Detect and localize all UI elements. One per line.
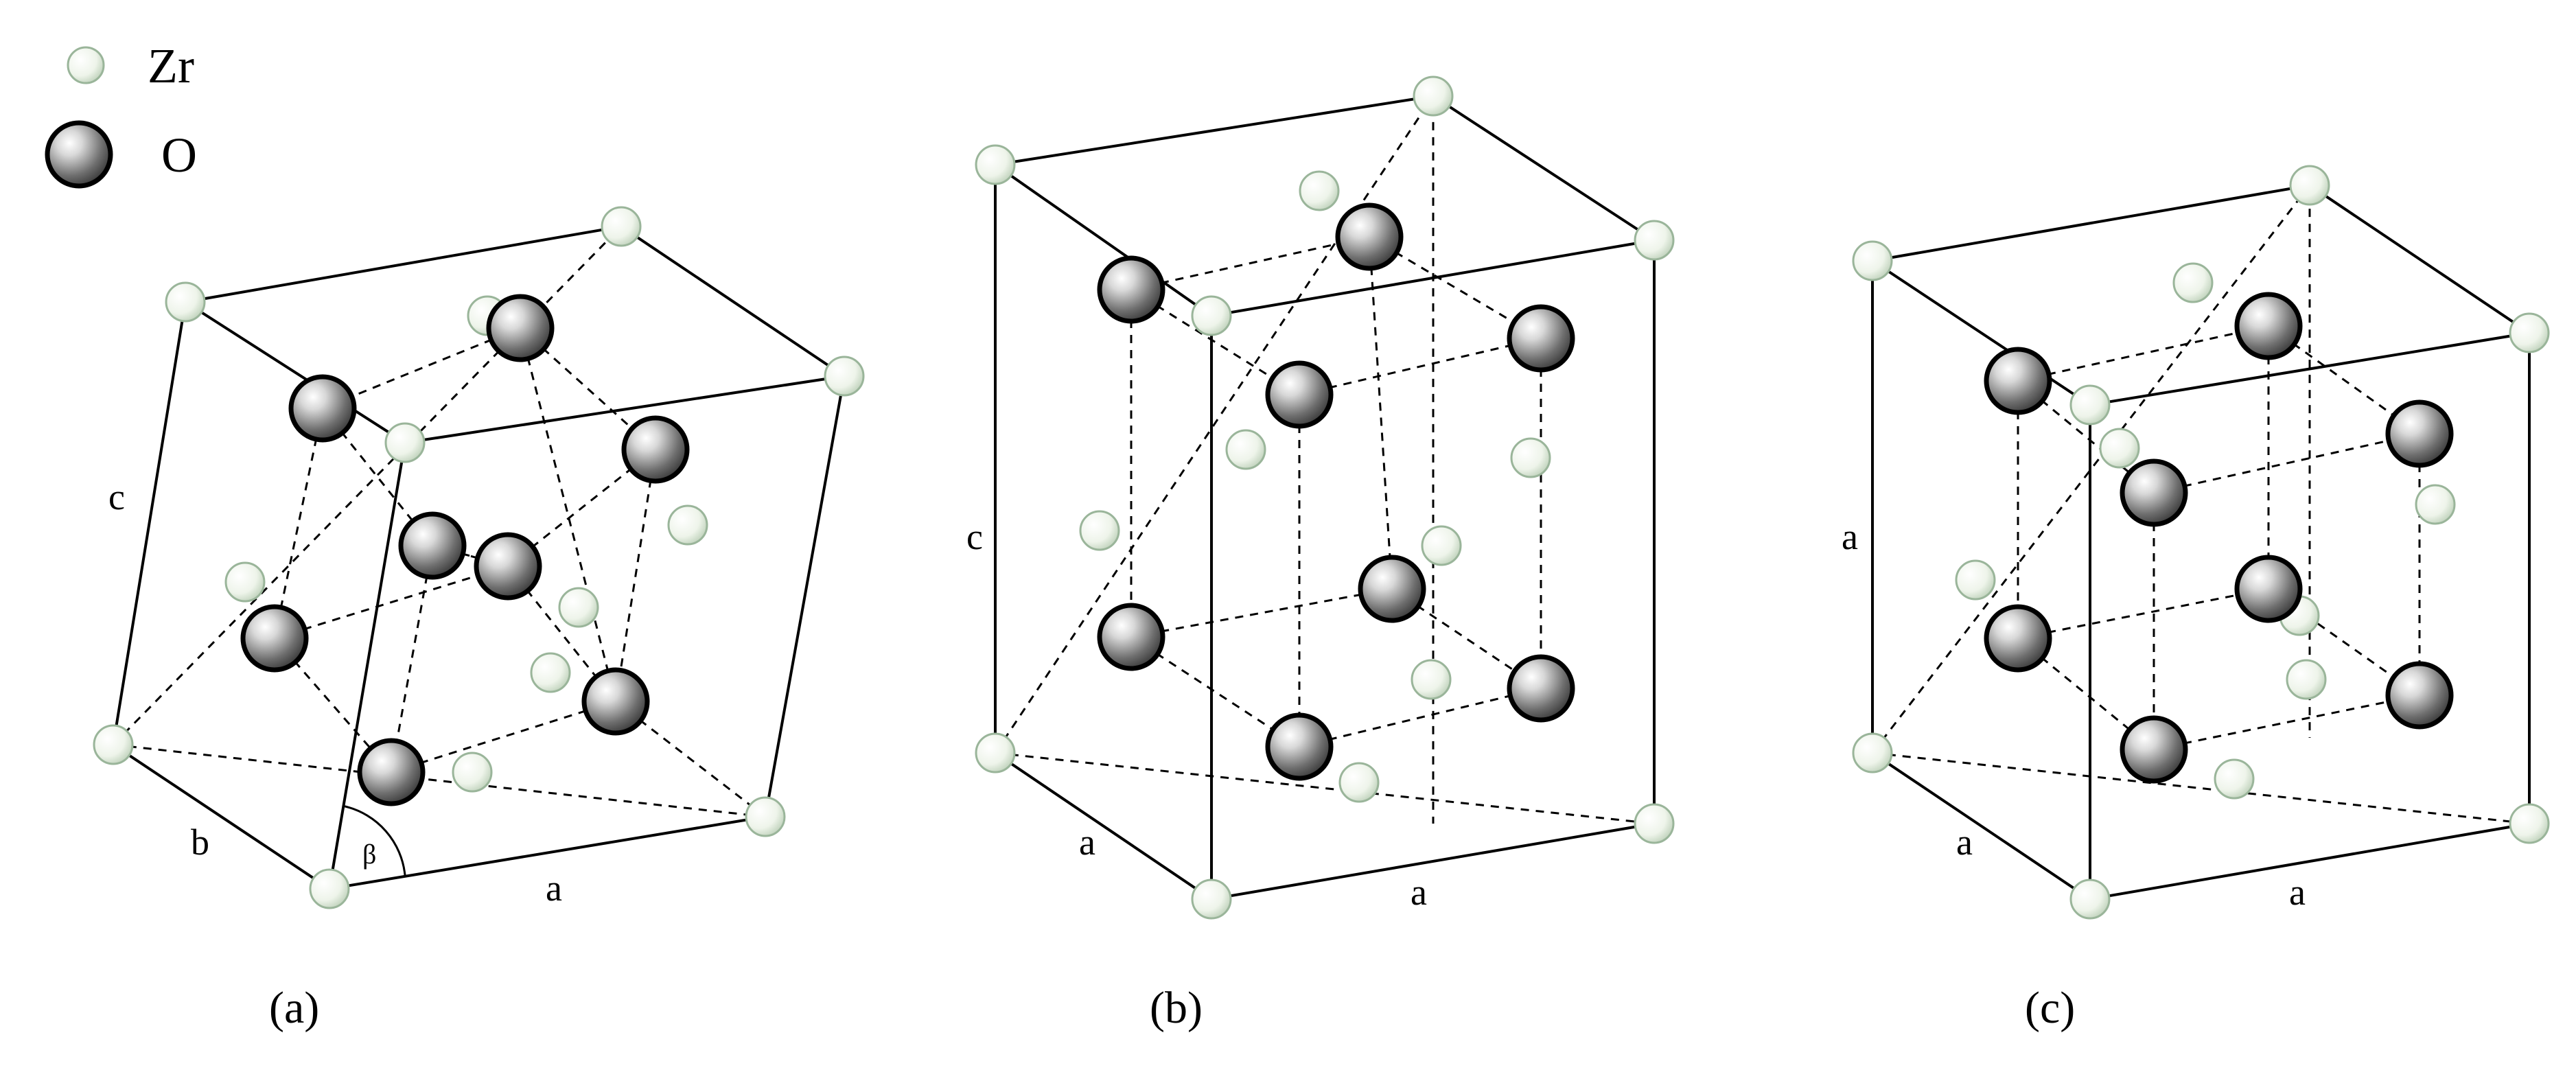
- zr-atom: [975, 732, 1016, 774]
- zr-atom: [452, 752, 493, 793]
- panel-b-solid-edges: [994, 94, 1656, 901]
- zr-atom: [1852, 240, 1893, 281]
- zr-atom: [530, 652, 571, 693]
- zr-atom: [1413, 75, 1454, 117]
- panel-a-label-beta: β: [362, 839, 376, 870]
- o-atom: [357, 738, 426, 806]
- panel-c-zr-atoms: [1852, 165, 2550, 920]
- o-atom: [240, 604, 309, 673]
- o-atom: [2234, 555, 2303, 623]
- panel-c-caption: (c): [2025, 983, 2075, 1033]
- zr-atom: [2069, 879, 2111, 920]
- o-atom: [2385, 661, 2454, 730]
- panel-c-label-a-vertical: a: [1842, 516, 1858, 557]
- panel-c-label-a-front: a: [2289, 872, 2306, 913]
- zr-atom: [2509, 312, 2550, 353]
- o-atom: [486, 294, 555, 362]
- legend-o-label: O: [161, 128, 197, 183]
- zr-atom: [2286, 659, 2327, 700]
- zr-atom: [1411, 659, 1452, 700]
- panel-b-zr-atoms: [975, 75, 1675, 920]
- zr-atom: [2099, 428, 2140, 469]
- o-atom: [1097, 603, 1165, 671]
- panel-a-beta-arc: [344, 805, 406, 876]
- zr-atom: [1510, 437, 1551, 478]
- panel-a-monoclinic: c b a β (a): [93, 206, 865, 1033]
- panel-a-label-a: a: [546, 868, 562, 909]
- o-atom: [1358, 555, 1426, 623]
- panel-c-label-a-side: a: [1956, 822, 1973, 863]
- zr-atom: [1225, 429, 1266, 470]
- o-atom: [1507, 304, 1575, 373]
- zr-atom: [824, 356, 865, 397]
- o-atom: [1265, 712, 1334, 781]
- zr-atom: [384, 422, 426, 463]
- zr-atom: [2069, 384, 2111, 426]
- panel-a-o-atoms: [240, 294, 690, 806]
- zr-atom: [2289, 165, 2330, 206]
- o-atom: [288, 374, 357, 443]
- panel-b-caption: (b): [1150, 983, 1203, 1033]
- o-atom: [1097, 255, 1165, 324]
- o-atom: [1265, 360, 1334, 429]
- panel-b-tetragonal: c a a (b): [966, 75, 1675, 1033]
- zr-atom: [1421, 525, 1462, 566]
- zr-atom: [1191, 879, 1232, 920]
- zr-atom: [667, 504, 708, 546]
- panel-c-o-atoms: [1984, 292, 2454, 784]
- panel-a-label-c: c: [108, 476, 125, 517]
- o-atom: [1507, 654, 1575, 723]
- zr-atom: [1634, 803, 1675, 844]
- legend-o-atom: [45, 120, 113, 189]
- zr-atom: [601, 206, 642, 247]
- zr-atom: [1079, 510, 1120, 551]
- panel-a-label-b: b: [191, 822, 209, 863]
- legend-zr-atom: [67, 46, 105, 84]
- panel-b-label-a-side: a: [1079, 822, 1095, 863]
- o-atom: [581, 667, 650, 736]
- panel-c-cubic: a a a (c): [1842, 165, 2550, 1033]
- zr-atom: [1634, 220, 1675, 261]
- panel-b-o-atoms: [1097, 202, 1575, 781]
- zr-atom: [1852, 732, 1893, 774]
- o-atom: [398, 511, 467, 580]
- zr-atom: [93, 724, 134, 765]
- zr-atom: [975, 144, 1016, 185]
- legend: Zr O: [45, 38, 197, 189]
- zr-atom: [1191, 295, 1232, 336]
- zr-atom: [309, 868, 350, 909]
- zr-atom: [224, 561, 266, 603]
- zr-atom: [1299, 170, 1340, 211]
- o-atom: [2385, 399, 2454, 468]
- o-atom: [2120, 458, 2188, 527]
- panel-b-label-c: c: [966, 516, 983, 557]
- o-atom: [2120, 715, 2188, 784]
- zr-atom: [2214, 758, 2255, 800]
- o-atom: [1984, 347, 2052, 415]
- zr-atom: [2509, 803, 2550, 844]
- zr-atom: [165, 281, 206, 323]
- panel-a-zr-atoms: [93, 206, 865, 909]
- zr-atom: [1338, 762, 1380, 803]
- zr-atom: [558, 587, 599, 628]
- zr-atom: [2172, 262, 2214, 303]
- panel-a-caption: (a): [269, 983, 319, 1033]
- panel-b-label-a-front: a: [1411, 872, 1427, 913]
- legend-zr-label: Zr: [148, 38, 194, 93]
- o-atom: [1335, 202, 1404, 271]
- o-atom: [1984, 604, 2052, 673]
- o-atom: [621, 415, 690, 484]
- o-atom: [2234, 292, 2303, 360]
- zr-atom: [745, 796, 786, 837]
- zr-atom: [2415, 484, 2456, 525]
- zr-atom: [1955, 559, 1996, 601]
- o-atom: [474, 532, 542, 601]
